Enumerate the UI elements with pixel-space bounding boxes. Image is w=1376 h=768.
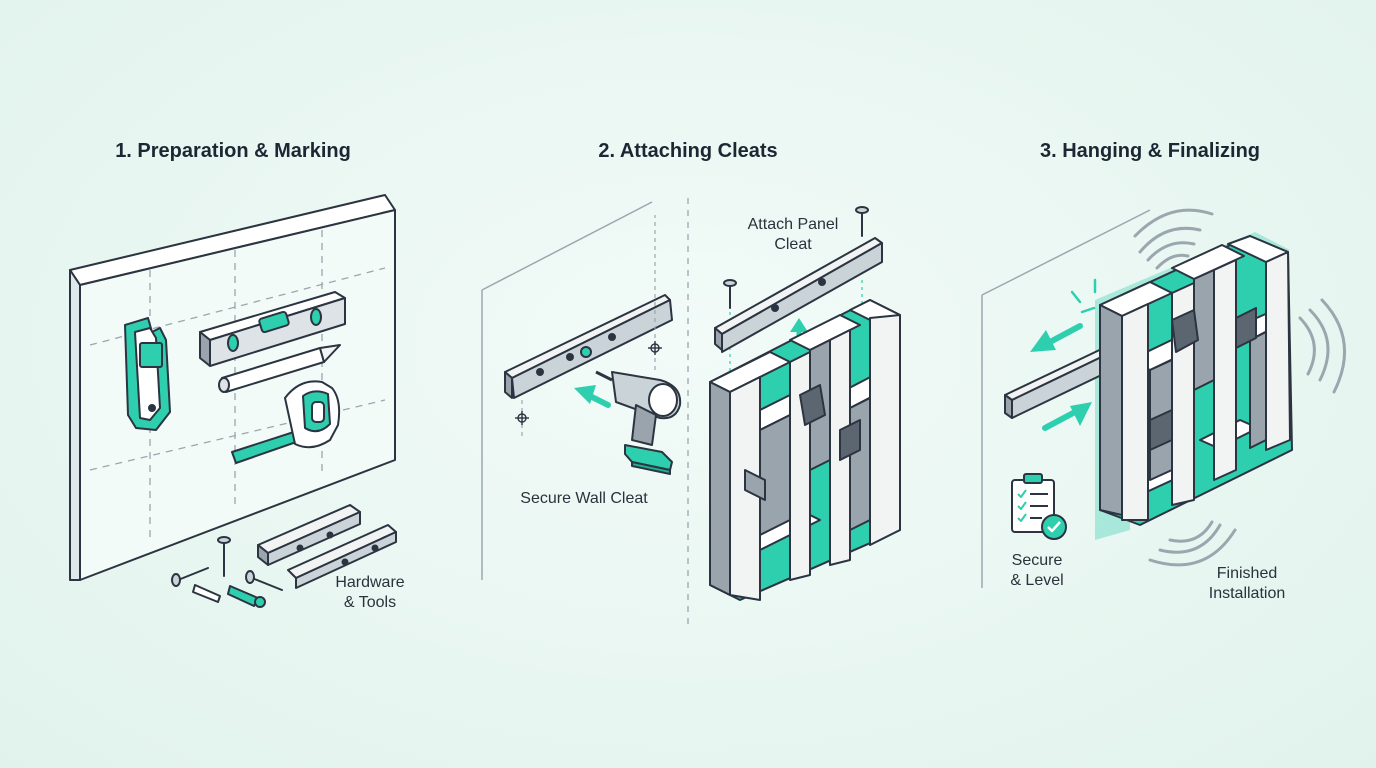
tape-measure-icon <box>231 380 341 464</box>
drill-direction-arrow <box>574 385 611 408</box>
finished-installation-label-line-1: Finished <box>1216 565 1278 582</box>
pencil-icon <box>218 344 341 393</box>
slide-left-arrow <box>1030 323 1083 352</box>
impact-marks <box>1070 278 1097 314</box>
wall-anchor-icon <box>192 584 266 608</box>
clipboard-checklist-icon <box>1011 473 1067 540</box>
screw-icon <box>723 206 869 309</box>
secure-level-label-line-1: Secure <box>1011 552 1063 569</box>
crosshair-marks <box>515 341 662 425</box>
attach-panel-cleat-label-line-1: Attach Panel <box>747 216 839 233</box>
wall-cleat <box>1004 344 1117 419</box>
secure-wall-cleat-label: Secure Wall Cleat <box>520 490 648 507</box>
step-1-title: 1. Preparation & Marking <box>115 140 351 162</box>
drill-icon <box>595 370 682 475</box>
stud-finder-icon <box>124 317 171 431</box>
attach-panel-cleat-label-line-2: Cleat <box>774 236 812 253</box>
hardware-label-line-2: & Tools <box>343 594 397 611</box>
cleat-icon <box>257 504 397 589</box>
wall-corner-line <box>981 209 1151 296</box>
slide-right-arrow <box>1042 402 1092 431</box>
finished-installation-label-line-2: Installation <box>1208 585 1286 602</box>
secure-level-label-line-2: & Level <box>1010 572 1064 589</box>
spirit-level-icon <box>199 291 346 367</box>
screw-icon <box>171 536 283 591</box>
wall-cleat <box>504 294 673 399</box>
wall-corner-line <box>481 201 653 291</box>
panel-cleat <box>714 237 883 353</box>
acoustic-wood-panel <box>1099 235 1293 526</box>
hardware-label-line-1: Hardware <box>335 574 405 591</box>
sound-wave-icon <box>1133 208 1346 567</box>
step-2-title: 2. Attaching Cleats <box>598 140 778 162</box>
step-3-title: 3. Hanging & Finalizing <box>1040 140 1260 162</box>
acoustic-wood-panel <box>709 299 901 601</box>
